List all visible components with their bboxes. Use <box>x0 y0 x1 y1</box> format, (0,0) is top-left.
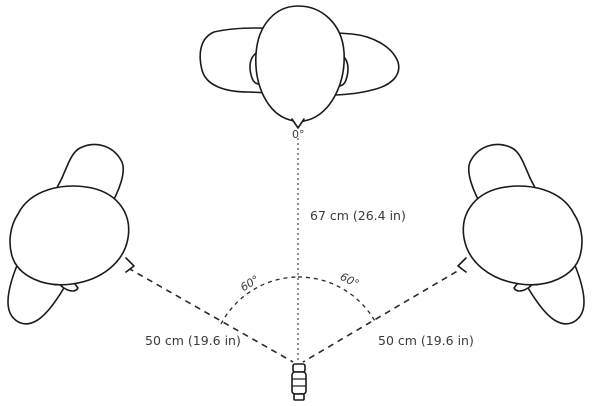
right-distance-line <box>302 265 467 363</box>
right-distance-label: 50 cm (19.6 in) <box>378 333 474 348</box>
front-person: 0° <box>199 5 400 141</box>
right-angle-arc <box>297 276 377 324</box>
left-distance-line <box>127 267 294 363</box>
front-distance-label: 67 cm (26.4 in) <box>310 208 406 223</box>
right-person <box>457 143 585 325</box>
left-angle-arc <box>220 276 299 325</box>
person-top-view-icon <box>7 143 135 325</box>
right-angle-label: 60° <box>338 270 361 291</box>
microphone <box>291 363 307 401</box>
left-angle-label: 60° <box>238 273 261 294</box>
left-person <box>7 143 135 325</box>
microphone-icon <box>291 363 307 401</box>
person-top-view-icon <box>457 143 585 325</box>
center-angle-label: 0° <box>292 128 305 141</box>
left-distance-label: 50 cm (19.6 in) <box>145 333 241 348</box>
person-top-view-icon <box>199 5 400 129</box>
